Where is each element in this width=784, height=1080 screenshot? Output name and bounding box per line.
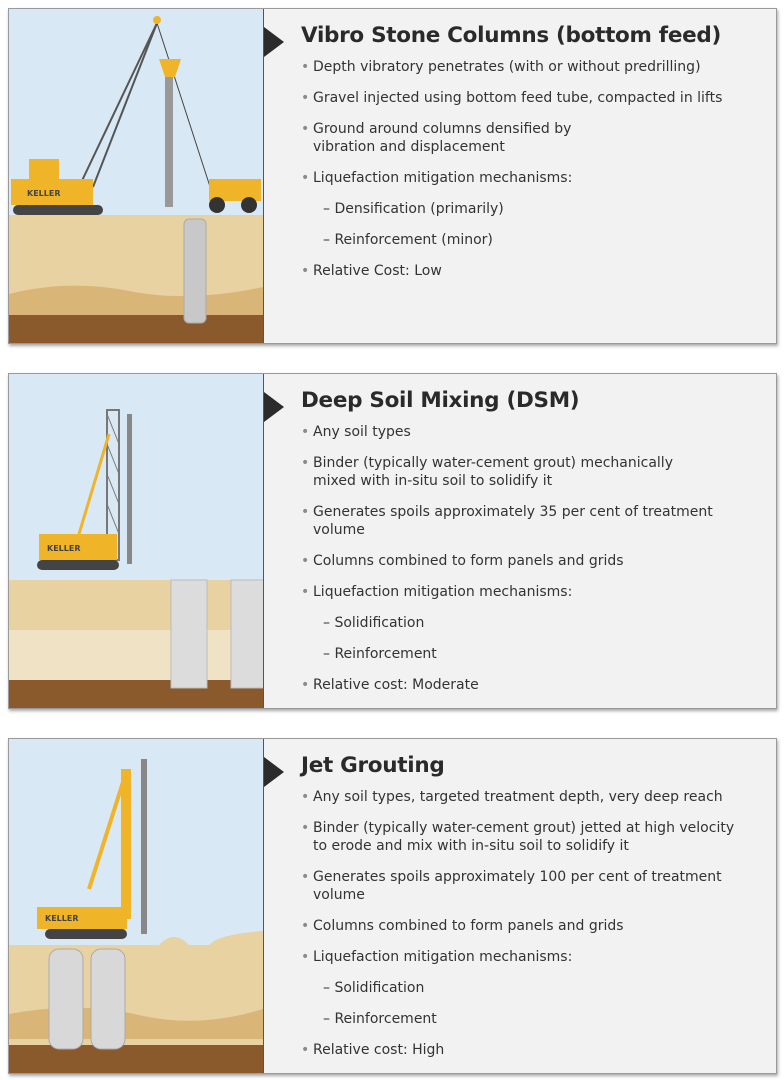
arrow-icon (264, 27, 284, 57)
card-title: Jet Grouting (301, 753, 445, 778)
list-item: Any soil types, targeted treatment depth… (301, 788, 768, 806)
list-item: – Reinforcement (323, 646, 437, 662)
divider (263, 9, 264, 343)
divider (263, 374, 264, 708)
list-item: Depth vibratory penetrates (with or with… (301, 58, 768, 76)
brand-label: KELLER (27, 189, 60, 198)
divider (263, 739, 264, 1073)
item-list: Any soil types Binder (typically water-c… (301, 423, 768, 694)
list-item: Relative Cost: Low (301, 262, 768, 280)
list-item: – Reinforcement (minor) (323, 232, 493, 248)
technique-card-jet-grouting: KELLER Jet Grouting Any soil types, targ… (8, 738, 777, 1074)
vibro-stone-columns-illustration: KELLER (9, 9, 263, 343)
list-item: – Solidification (323, 615, 425, 631)
list-item: Liquefaction mitigation mechanisms: (301, 583, 768, 601)
list-item: Gravel injected using bottom feed tube, … (301, 89, 768, 107)
deep-soil-mixing-illustration: KELLER (9, 374, 263, 708)
list-item: Binder (typically water-cement grout) je… (301, 819, 768, 855)
list-item: – Reinforcement (323, 1011, 437, 1027)
list-item: – Densification (primarily) (323, 201, 504, 217)
technique-card-dsm: KELLER Deep Soil Mixing (DSM) Any soil t… (8, 373, 777, 709)
list-item: Generates spoils approximately 35 per ce… (301, 503, 768, 539)
card-title: Deep Soil Mixing (DSM) (301, 388, 580, 413)
card-text: Vibro Stone Columns (bottom feed) Depth … (301, 23, 768, 280)
technique-card-vibro: KELLER Vibro Stone Columns (bottom feed)… (8, 8, 777, 344)
list-item: Relative cost: High (301, 1041, 768, 1059)
arrow-icon (264, 757, 284, 787)
list-item: Generates spoils approximately 100 per c… (301, 868, 768, 904)
arrow-icon (264, 392, 284, 422)
list-item: Ground around columns densified by vibra… (301, 120, 768, 156)
brand-label: KELLER (47, 544, 80, 553)
card-text: Jet Grouting Any soil types, targeted tr… (301, 753, 768, 1059)
list-item: – Solidification (323, 980, 425, 996)
card-title: Vibro Stone Columns (bottom feed) (301, 23, 722, 48)
list-item: Columns combined to form panels and grid… (301, 552, 768, 570)
list-item: Liquefaction mitigation mechanisms: (301, 948, 768, 966)
list-item: Binder (typically water-cement grout) me… (301, 454, 768, 490)
list-item: Columns combined to form panels and grid… (301, 917, 768, 935)
list-item: Any soil types (301, 423, 768, 441)
card-text: Deep Soil Mixing (DSM) Any soil types Bi… (301, 388, 768, 694)
list-item: Relative cost: Moderate (301, 676, 768, 694)
item-list: Any soil types, targeted treatment depth… (301, 788, 768, 1059)
list-item: Liquefaction mitigation mechanisms: (301, 169, 768, 187)
jet-grouting-illustration: KELLER (9, 739, 263, 1073)
brand-label: KELLER (45, 914, 78, 923)
item-list: Depth vibratory penetrates (with or with… (301, 58, 768, 280)
